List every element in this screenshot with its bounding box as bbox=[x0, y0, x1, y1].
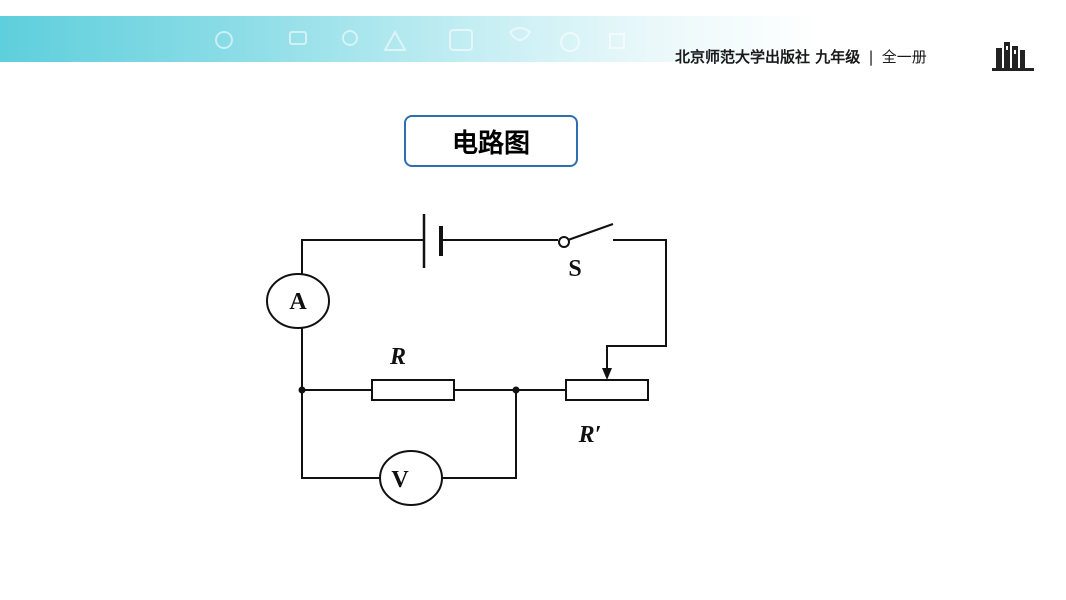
header-separator: | bbox=[868, 48, 874, 66]
publisher-name: 北京师范大学出版社 bbox=[675, 48, 811, 66]
rheostat bbox=[565, 379, 649, 401]
header-decoration-icons bbox=[215, 27, 625, 52]
publisher-info: 北京师范大学出版社 九年级 | 全一册 bbox=[675, 46, 927, 68]
volume-label: 全一册 bbox=[881, 48, 927, 66]
diagram-title: 电路图 bbox=[404, 115, 578, 167]
junction-right bbox=[512, 386, 520, 394]
wire-voltmeter-left bbox=[301, 390, 380, 479]
voltmeter-label: V bbox=[391, 467, 409, 493]
ammeter-label: A bbox=[289, 289, 307, 315]
junction-left bbox=[298, 386, 306, 394]
grade-label: 九年级 bbox=[815, 48, 861, 66]
books-logo-icon bbox=[992, 42, 1034, 71]
voltmeter bbox=[379, 450, 443, 506]
wire-right bbox=[606, 239, 667, 370]
switch-pivot bbox=[558, 236, 570, 248]
rheostat-slider-arrow bbox=[602, 368, 612, 380]
resistor-label: R bbox=[389, 344, 406, 370]
wire-voltmeter-right bbox=[442, 390, 517, 479]
header-bar: 北京师范大学出版社 九年级 | 全一册 bbox=[0, 16, 1052, 71]
switch-label: S bbox=[568, 256, 581, 282]
ammeter bbox=[266, 273, 330, 329]
switch-blade bbox=[567, 223, 614, 241]
rheostat-label: R′ bbox=[578, 422, 602, 448]
wire-top-left bbox=[301, 239, 424, 284]
resistor-r bbox=[371, 379, 455, 401]
